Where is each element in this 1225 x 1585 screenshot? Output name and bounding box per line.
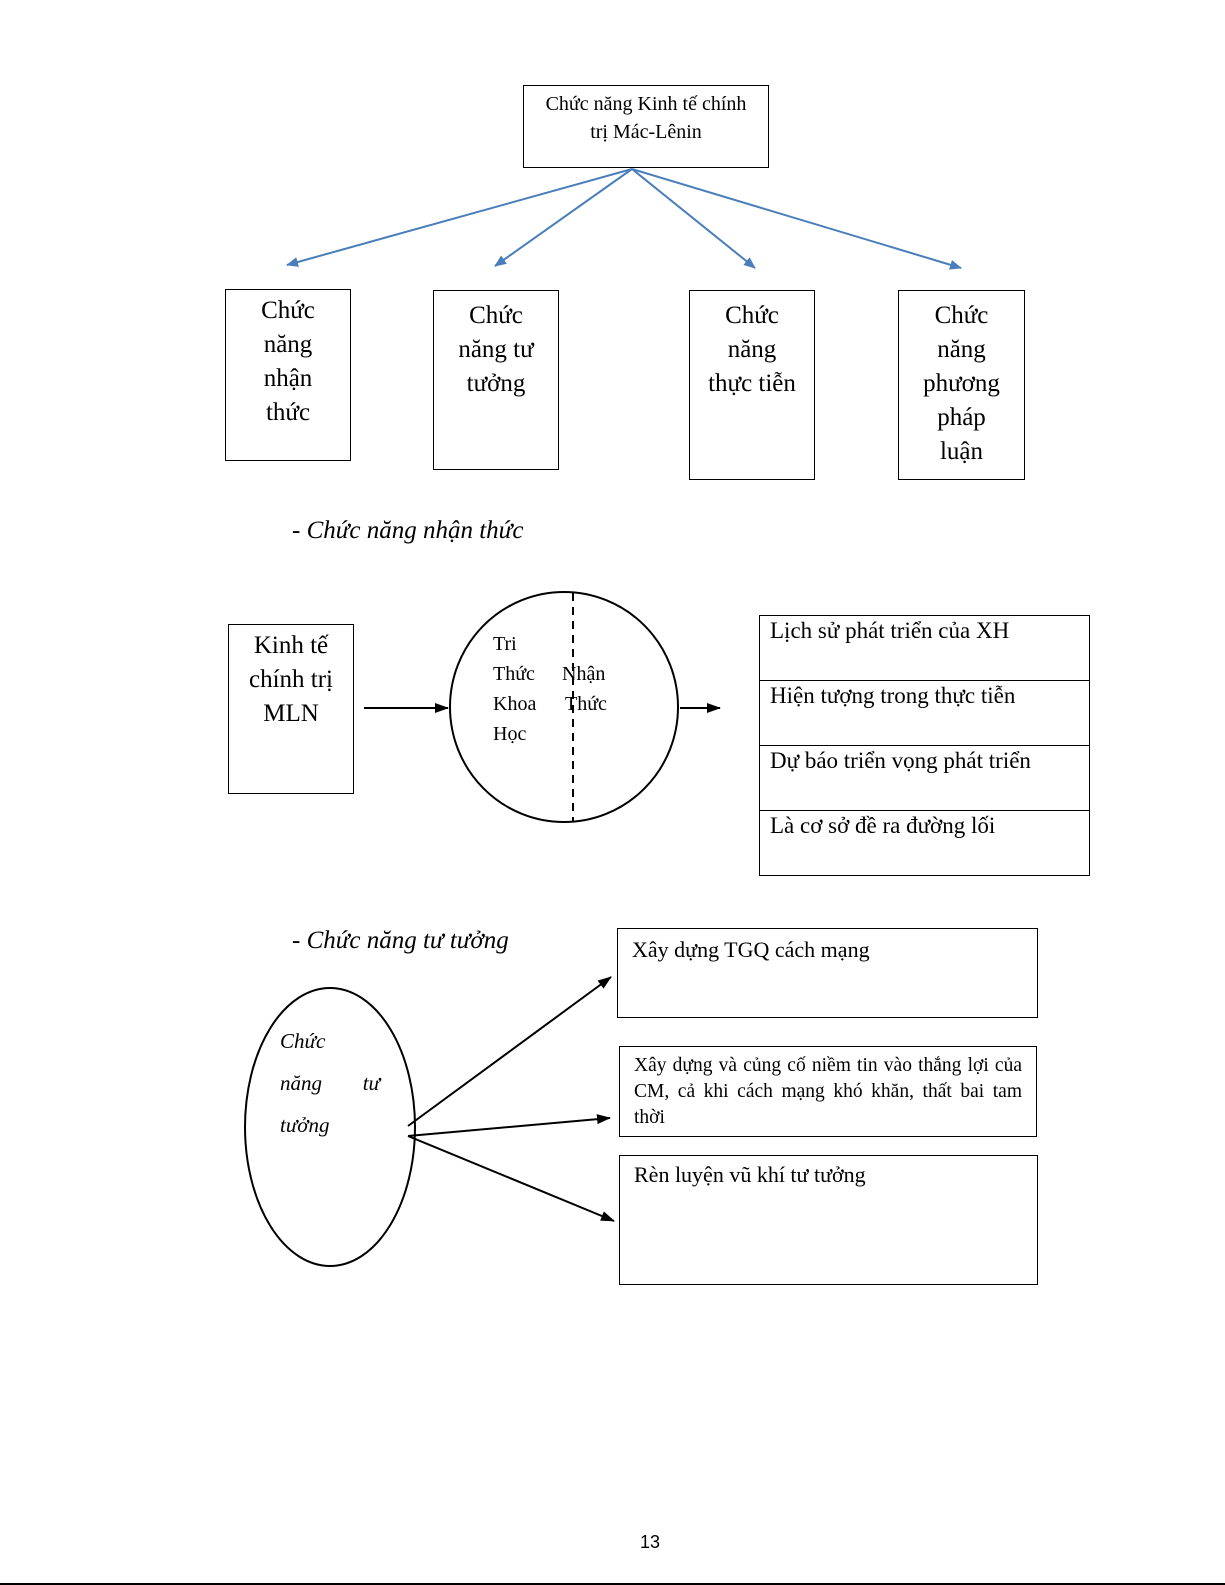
ideology-result-2: Xây dựng và củng cố niềm tin vào thắng l…	[619, 1046, 1037, 1137]
root-line-2: trị Mác-Lênin	[590, 121, 702, 143]
function-box-line: thức	[265, 399, 311, 426]
tree-arrow-1	[286, 168, 633, 267]
ellipse-word: tư	[362, 1071, 380, 1095]
function-box-line: Chức	[261, 297, 315, 324]
ellipse-label: Chức năng tư tưởng	[280, 1020, 380, 1146]
mln-box-line: chính trị	[248, 666, 333, 693]
function-box-line: năng	[263, 331, 313, 358]
heading-text: Chức năng tư tưởng	[306, 927, 509, 954]
function-box-line: luận	[939, 438, 984, 465]
ellipse-line: Chức	[280, 1029, 326, 1053]
function-box-line: tưởng	[466, 370, 526, 397]
function-box-line: Chức	[469, 302, 523, 329]
mln-box: Kinh tế chính trị MLN	[228, 624, 354, 794]
function-box-line: nhận	[263, 365, 313, 392]
function-box-line: Chức	[934, 302, 989, 329]
function-box-practical: Chức năng thực tiễn	[689, 290, 815, 480]
mln-box-line: Kinh tế	[253, 632, 329, 659]
function-box-cognitive: Chức năng nhận thức	[225, 289, 351, 461]
ideology-result-text: Rèn luyện vũ khí tư tưởng	[634, 1162, 866, 1187]
function-box-line: phương	[923, 370, 1000, 397]
page-number: 13	[639, 1532, 661, 1552]
mln-box-line: MLN	[263, 700, 319, 727]
tree-arrow-2	[494, 168, 633, 267]
ideology-result-3: Rèn luyện vũ khí tư tưởng	[619, 1155, 1038, 1285]
function-box-ideological: Chức năng tư tưởng	[433, 290, 559, 470]
ellipse-line: tưởng	[280, 1113, 330, 1137]
circle-left-line: Học	[493, 723, 527, 745]
ideology-arrow-1	[407, 976, 612, 1127]
function-box-line: năng	[937, 336, 986, 363]
root-line-1: Chức năng Kinh tế chính	[545, 93, 747, 115]
result-item: Dự báo triển vọng phát triển	[760, 746, 1089, 811]
function-box-line: năng	[727, 336, 777, 363]
heading-dash: -	[292, 517, 307, 544]
section-heading-cognitive: - Chức năng nhận thức	[292, 514, 523, 548]
function-box-line: pháp	[937, 404, 986, 431]
page-bottom-rule	[0, 1583, 1225, 1585]
circle-left-line: Thức	[493, 663, 535, 685]
ideology-arrow-3	[407, 1135, 615, 1222]
root-box: Chức năng Kinh tế chính trị Mác-Lênin	[523, 85, 769, 168]
function-box-methodological: Chức năng phương pháp luận	[898, 290, 1025, 480]
circle-right-line: Nhận	[562, 663, 606, 685]
tree-arrow-3	[631, 168, 756, 269]
ideology-result-text: Xây dựng TGQ cách mạng	[632, 937, 870, 962]
ellipse-line: năng tư	[280, 1062, 380, 1104]
heading-dash: -	[292, 927, 307, 954]
ideology-result-text: Xây dựng và củng cố niềm tin vào thắng l…	[634, 1055, 1022, 1128]
ellipse-word: năng	[280, 1071, 322, 1095]
circle-left-label: Tri Thức Khoa Học	[493, 629, 536, 749]
function-box-line: năng tư	[458, 336, 534, 363]
result-item: Hiện tượng trong thực tiễn	[760, 681, 1089, 746]
result-item: Lịch sử phát triển của XH	[760, 616, 1089, 681]
tree-arrow-4	[631, 168, 962, 270]
circle-right-label: Nhận Thức	[562, 659, 607, 719]
result-item: Là cơ sở đề ra đường lối	[770, 813, 996, 838]
results-stack: Lịch sử phát triển của XH Hiện tượng tro…	[759, 615, 1090, 876]
function-box-line: Chức	[725, 302, 779, 329]
ideology-result-1: Xây dựng TGQ cách mạng	[617, 928, 1038, 1018]
circle-right-line: Thức	[565, 693, 607, 715]
knowledge-circle	[449, 591, 679, 823]
circle-left-line: Tri	[493, 633, 517, 655]
function-box-line: thực tiễn	[708, 370, 796, 397]
heading-text: Chức năng nhận thức	[306, 517, 524, 544]
section-heading-ideological: - Chức năng tư tưởng	[292, 924, 509, 958]
ideology-arrow-2	[407, 1114, 611, 1137]
ideology-ellipse	[244, 987, 416, 1267]
circle-left-line: Khoa	[493, 693, 537, 715]
